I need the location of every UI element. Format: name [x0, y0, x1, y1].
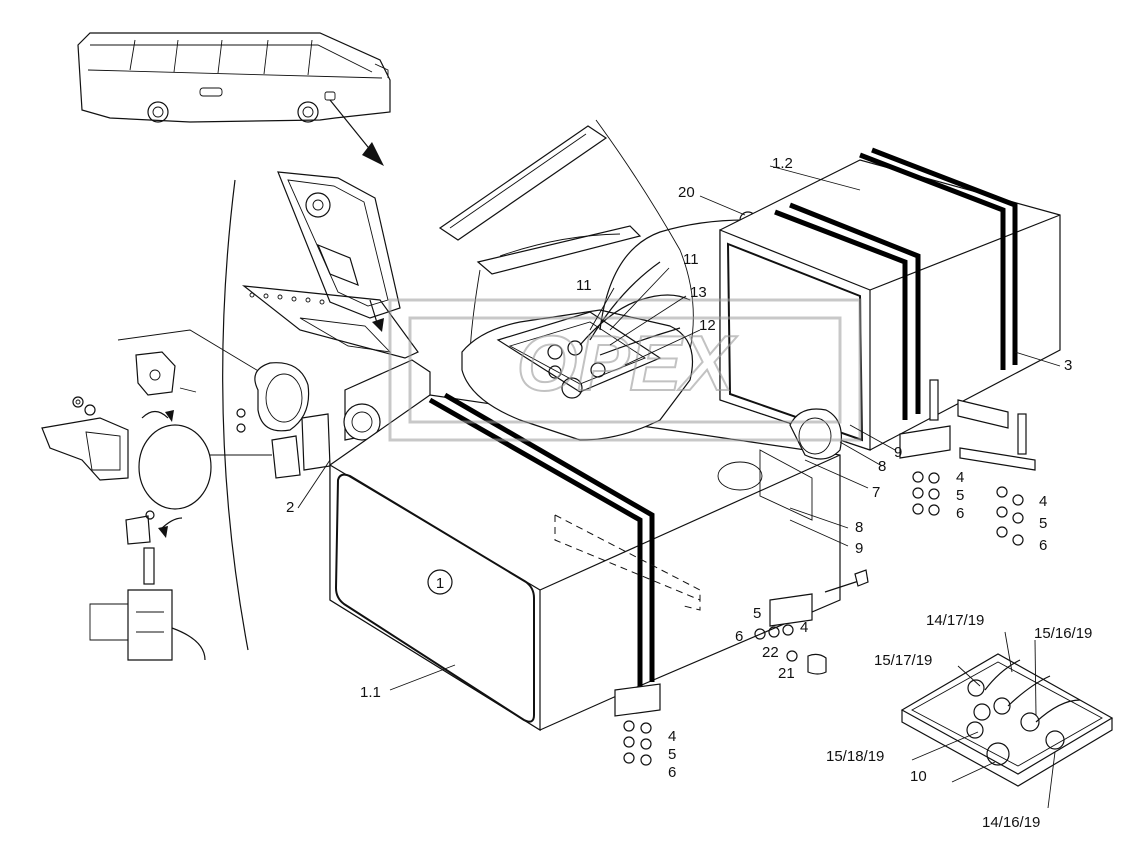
callout-6c: 6: [668, 764, 676, 781]
callout-6a: 6: [956, 505, 964, 522]
watermark-text: OPEX: [517, 319, 738, 407]
callout-14-17-19: 14/17/19: [926, 612, 984, 629]
callout-5a: 5: [956, 487, 964, 504]
callout-5c: 5: [668, 746, 676, 763]
callout-11a: 11: [576, 277, 592, 294]
callout-22: 22: [762, 644, 779, 661]
secondary-fuel-tank-1-2: [719, 147, 1061, 471]
callout-10: 10: [910, 768, 927, 785]
callout-4d: 4: [800, 619, 808, 636]
callout-8a: 8: [878, 458, 886, 475]
callout-1: 1: [436, 575, 444, 592]
callout-9a: 9: [894, 444, 902, 461]
callout-1-1: 1.1: [360, 684, 381, 701]
tank-sender-unit: [438, 119, 694, 441]
callout-6d: 6: [735, 628, 743, 645]
callout-9b: 9: [855, 540, 863, 557]
washer-stacks: [623, 471, 1024, 766]
callout-circle-1: [427, 569, 453, 595]
callout-5b: 5: [1039, 515, 1047, 532]
leader-lines: [297, 165, 1061, 809]
callout-15-17-19: 15/17/19: [874, 652, 932, 669]
callout-15-16-19: 15/16/19: [1034, 625, 1092, 642]
callout-labels: 1 1.1 1.2 2 3 4 5 6 4 5 6 4 5 6 4 5 6 7 …: [286, 155, 1092, 831]
callout-4c: 4: [668, 728, 676, 745]
callout-12: 12: [699, 317, 716, 334]
main-fuel-tank-1-1: [329, 392, 841, 732]
callout-11b: 11: [683, 251, 699, 268]
callout-13: 13: [690, 284, 707, 301]
callout-1-2: 1.2: [772, 155, 793, 172]
callout-20: 20: [678, 184, 695, 201]
bus-locator-thumbnail: [77, 32, 391, 166]
callout-7: 7: [872, 484, 880, 501]
callout-4a: 4: [956, 469, 964, 486]
callout-2: 2: [286, 499, 294, 516]
callout-15-18-19: 15/18/19: [826, 748, 884, 765]
callout-3: 3: [1064, 357, 1072, 374]
callout-6b: 6: [1039, 537, 1047, 554]
sender-detail-tray: [900, 653, 1114, 787]
vent-hose: [599, 219, 746, 331]
body-contour-line: [222, 179, 249, 651]
callout-21: 21: [778, 665, 795, 682]
callout-14-16-19: 14/16/19: [982, 814, 1040, 831]
callout-4b: 4: [1039, 493, 1047, 510]
watermark: OPEX: [388, 298, 862, 442]
callout-5d: 5: [753, 605, 761, 622]
callout-8b: 8: [855, 519, 863, 536]
cap-and-bracket-detail: [41, 329, 331, 661]
